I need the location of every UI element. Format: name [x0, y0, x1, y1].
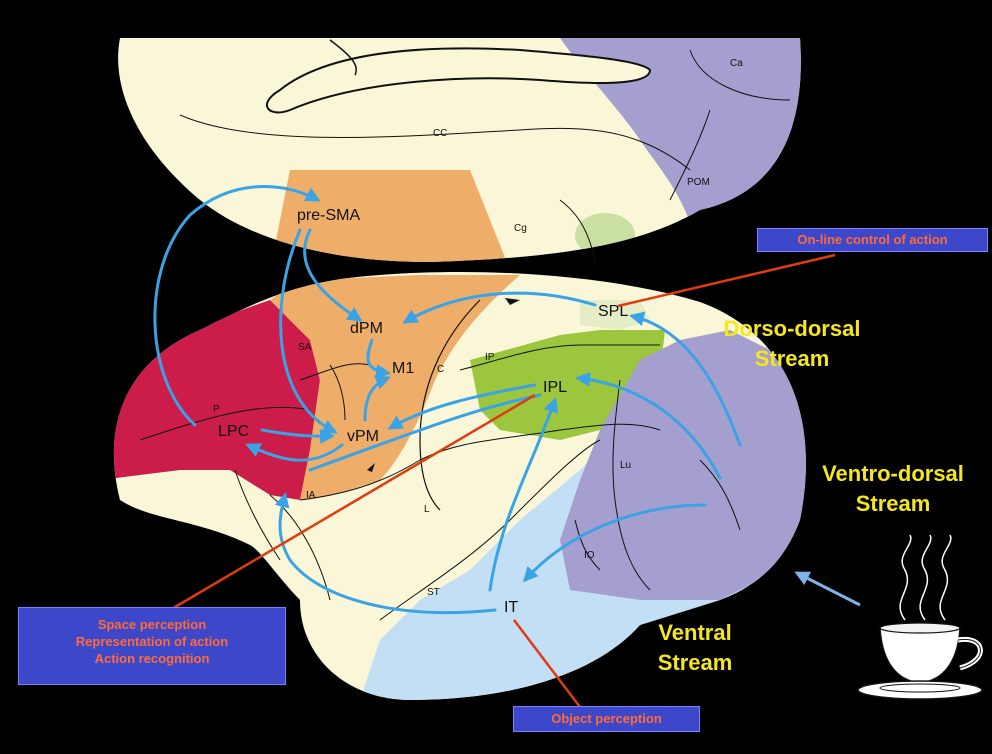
ventro-dorsal-line2: Stream [856, 491, 931, 516]
callout-line-spl [618, 255, 835, 306]
label-ip: IP [485, 352, 495, 363]
label-lu: Lu [620, 460, 631, 471]
label-pre-sma: pre-SMA [297, 207, 360, 224]
prefrontal-area [100, 300, 320, 500]
dorso-dorsal-line2: Stream [755, 346, 830, 371]
label-ca: Ca [730, 58, 743, 69]
label-p: P [213, 404, 220, 415]
label-it: IT [504, 599, 518, 616]
medial-hemisphere: CC Ca POM Cg pre-SMA [118, 38, 810, 270]
label-sa: SA [298, 342, 312, 353]
label-pom: POM [687, 177, 710, 188]
label-dpm: dPM [350, 320, 383, 337]
callout-space-line2: Representation of action [19, 633, 285, 650]
callout-object-perception-text: Object perception [514, 707, 699, 731]
label-l: L [424, 504, 430, 515]
callout-space-line3: Action recognition [19, 650, 285, 667]
callout-online-control: On-line control of action [757, 228, 988, 252]
stimulus-arrow [797, 573, 860, 605]
precuneus-green-area [575, 213, 635, 257]
ventral-line2: Stream [658, 650, 733, 675]
dorso-dorsal-line1: Dorso-dorsal [724, 316, 861, 341]
label-ipl: IPL [543, 379, 567, 396]
label-c: C [437, 364, 444, 375]
ventral-line1: Ventral [658, 620, 731, 645]
label-m1: M1 [392, 360, 414, 377]
label-cc: CC [433, 128, 447, 139]
callout-online-control-text: On-line control of action [758, 229, 987, 251]
label-st: ST [427, 587, 440, 598]
coffee-cup-icon [797, 535, 982, 699]
label-ia: IA [306, 490, 316, 501]
label-cg: Cg [514, 223, 527, 234]
callout-space-perception: Space perception Representation of actio… [18, 607, 286, 685]
label-lpc: LPC [218, 423, 249, 440]
ventro-dorsal-line1: Ventro-dorsal [822, 461, 964, 486]
callout-object-perception: Object perception [513, 706, 700, 732]
label-io: IO [584, 550, 595, 561]
label-vpm: vPM [347, 428, 379, 445]
callout-space-line1: Space perception [19, 616, 285, 633]
